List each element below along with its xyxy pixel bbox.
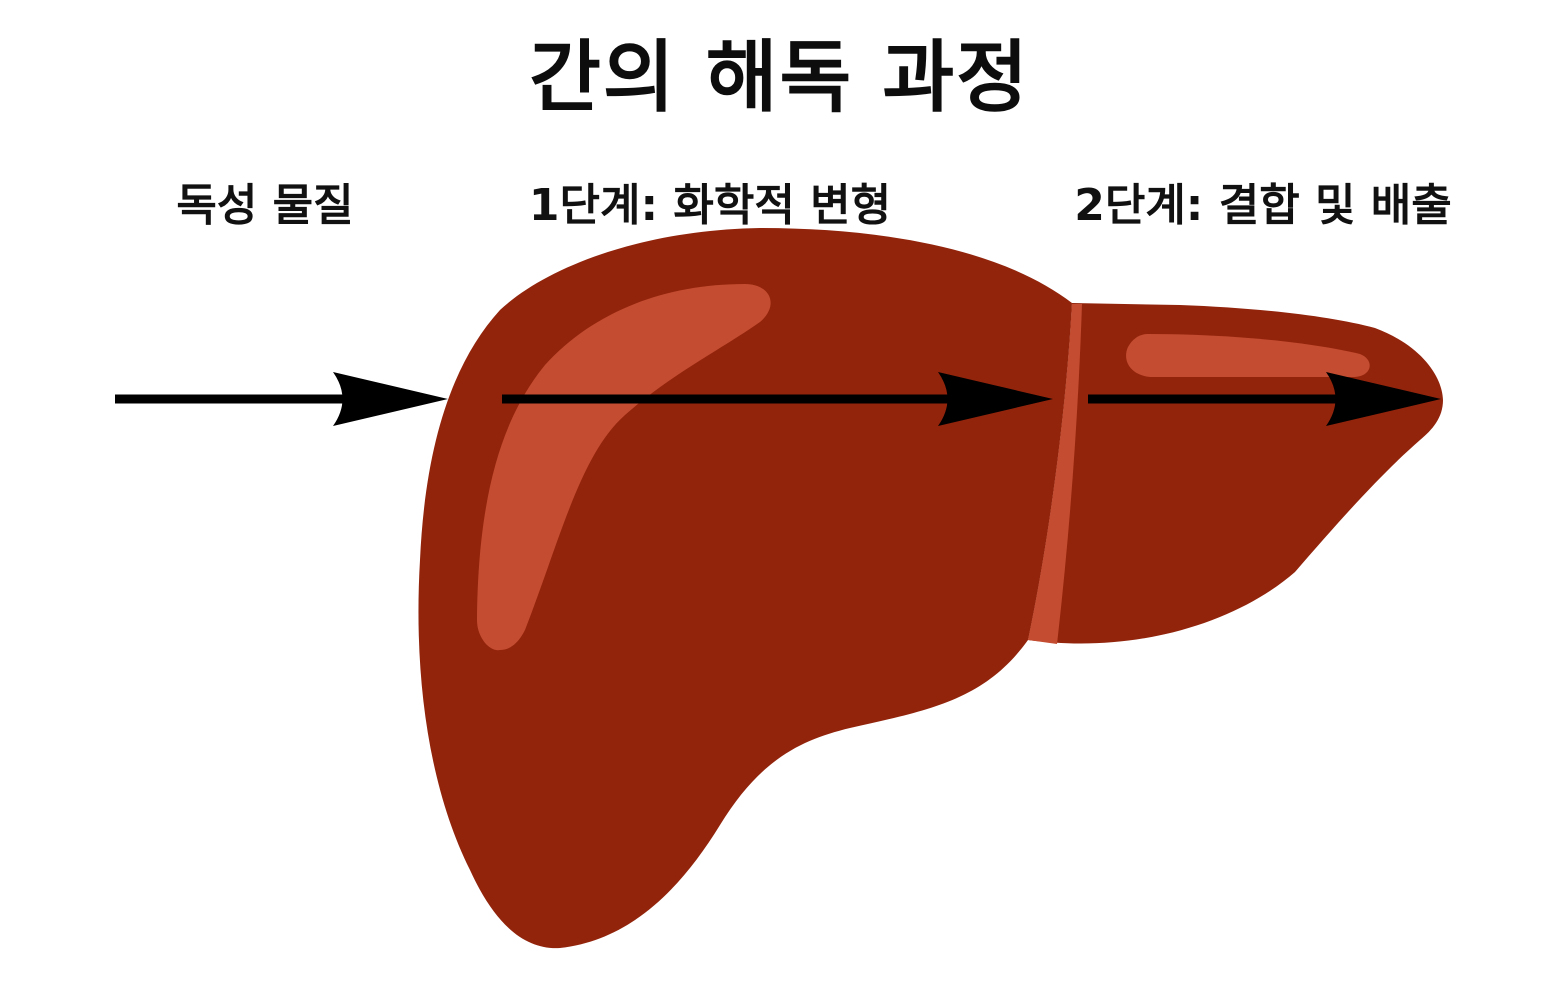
- liver-highlight-minor: [1126, 334, 1370, 377]
- liver-highlight-major: [477, 284, 771, 651]
- step1-label: 1단계: 화학적 변형: [528, 180, 892, 231]
- diagram-title: 간의 해독 과정: [529, 33, 1030, 123]
- toxin-label: 독성 물질: [176, 180, 354, 231]
- lobe-divider: [1028, 304, 1082, 644]
- step2-label: 2단계: 결합 및 배출: [1074, 180, 1452, 231]
- arrow-toxin-entry: [115, 372, 448, 426]
- arrow-step2: [1088, 372, 1441, 426]
- arrow-step1: [502, 372, 1053, 426]
